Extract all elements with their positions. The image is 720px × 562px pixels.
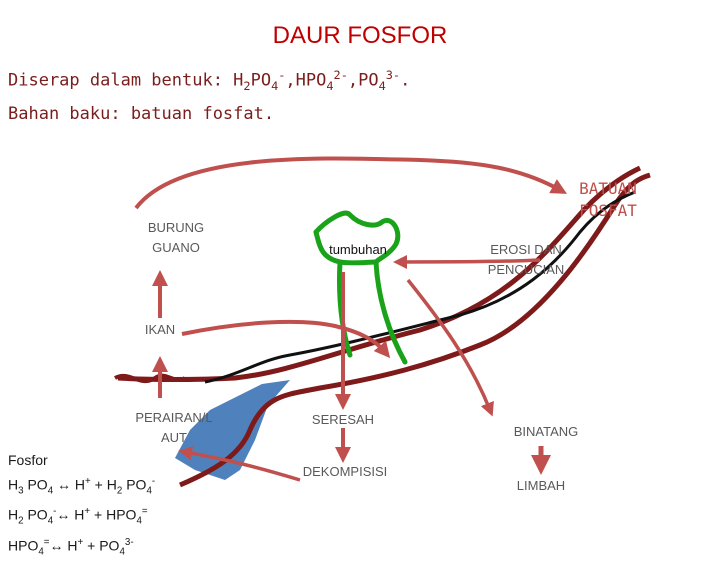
node-burung-line2: GUANO xyxy=(152,240,200,255)
absorbed-forms-line: Diserap dalam bentuk: H2PO4-,HPO42-,PO43… xyxy=(8,68,411,94)
node-ikan: IKAN xyxy=(144,322,176,337)
land-outline-outer xyxy=(117,165,642,382)
equations-heading: Fosfor xyxy=(8,452,48,468)
node-tumbuhan: tumbuhan xyxy=(329,242,387,257)
arrow-erosi-to-tumbuhan xyxy=(393,254,541,269)
arrow-burung-to-batuan xyxy=(134,156,568,210)
equation-1: H3 PO4 ↔ H+ + H2 PO4- xyxy=(8,476,156,497)
node-limbah: LIMBAH xyxy=(516,478,566,493)
node-perairan-line1: PERAIRAN/L xyxy=(135,410,213,425)
node-batuan-line1: BATUAN xyxy=(579,179,637,198)
arrow-tumbuhan-to-binatang xyxy=(406,278,494,417)
node-batuan-fosfat: BATUAN FOSFAT xyxy=(560,178,656,222)
plant-top xyxy=(313,229,379,266)
node-binatang: BINATANG xyxy=(513,424,579,439)
node-seresah: SERESAH xyxy=(311,412,375,427)
node-erosi-line2: PENCUCIAN xyxy=(487,262,565,277)
cycle-diagram xyxy=(114,156,651,488)
node-erosi-line1: EROSI DAN xyxy=(490,242,562,257)
equation-2: H2 PO4-↔ H+ + HPO4= xyxy=(8,506,148,527)
node-burung-line1: BURUNG xyxy=(147,220,205,235)
page-title: DAUR FOSFOR xyxy=(272,22,448,49)
arrow-to-perairan xyxy=(181,319,391,359)
node-burung-guano: BURUNG GUANO xyxy=(136,218,216,258)
raw-material-line: Bahan baku: batuan fosfat. xyxy=(8,104,275,124)
node-perairan-line2: AUT xyxy=(161,430,187,445)
flow-line xyxy=(204,190,636,384)
land-outline-inner xyxy=(179,172,651,488)
equation-3: HPO4=↔ H+ + PO43- xyxy=(8,536,134,558)
water-surface-line xyxy=(114,373,187,384)
node-erosi-pencucian: EROSI DAN PENCUCIAN xyxy=(478,240,574,280)
node-batuan-line2: FOSFAT xyxy=(579,201,637,220)
phosphorus-equations: Fosfor H3 PO4 ↔ H+ + H2 PO4- H2 PO4-↔ H+… xyxy=(8,450,155,562)
node-dekomposisi: DEKOMPISISI xyxy=(302,464,388,479)
arrow-dekomposisi-to-perairan xyxy=(178,446,301,482)
node-perairan-laut: PERAIRAN/L AUT xyxy=(126,408,222,448)
